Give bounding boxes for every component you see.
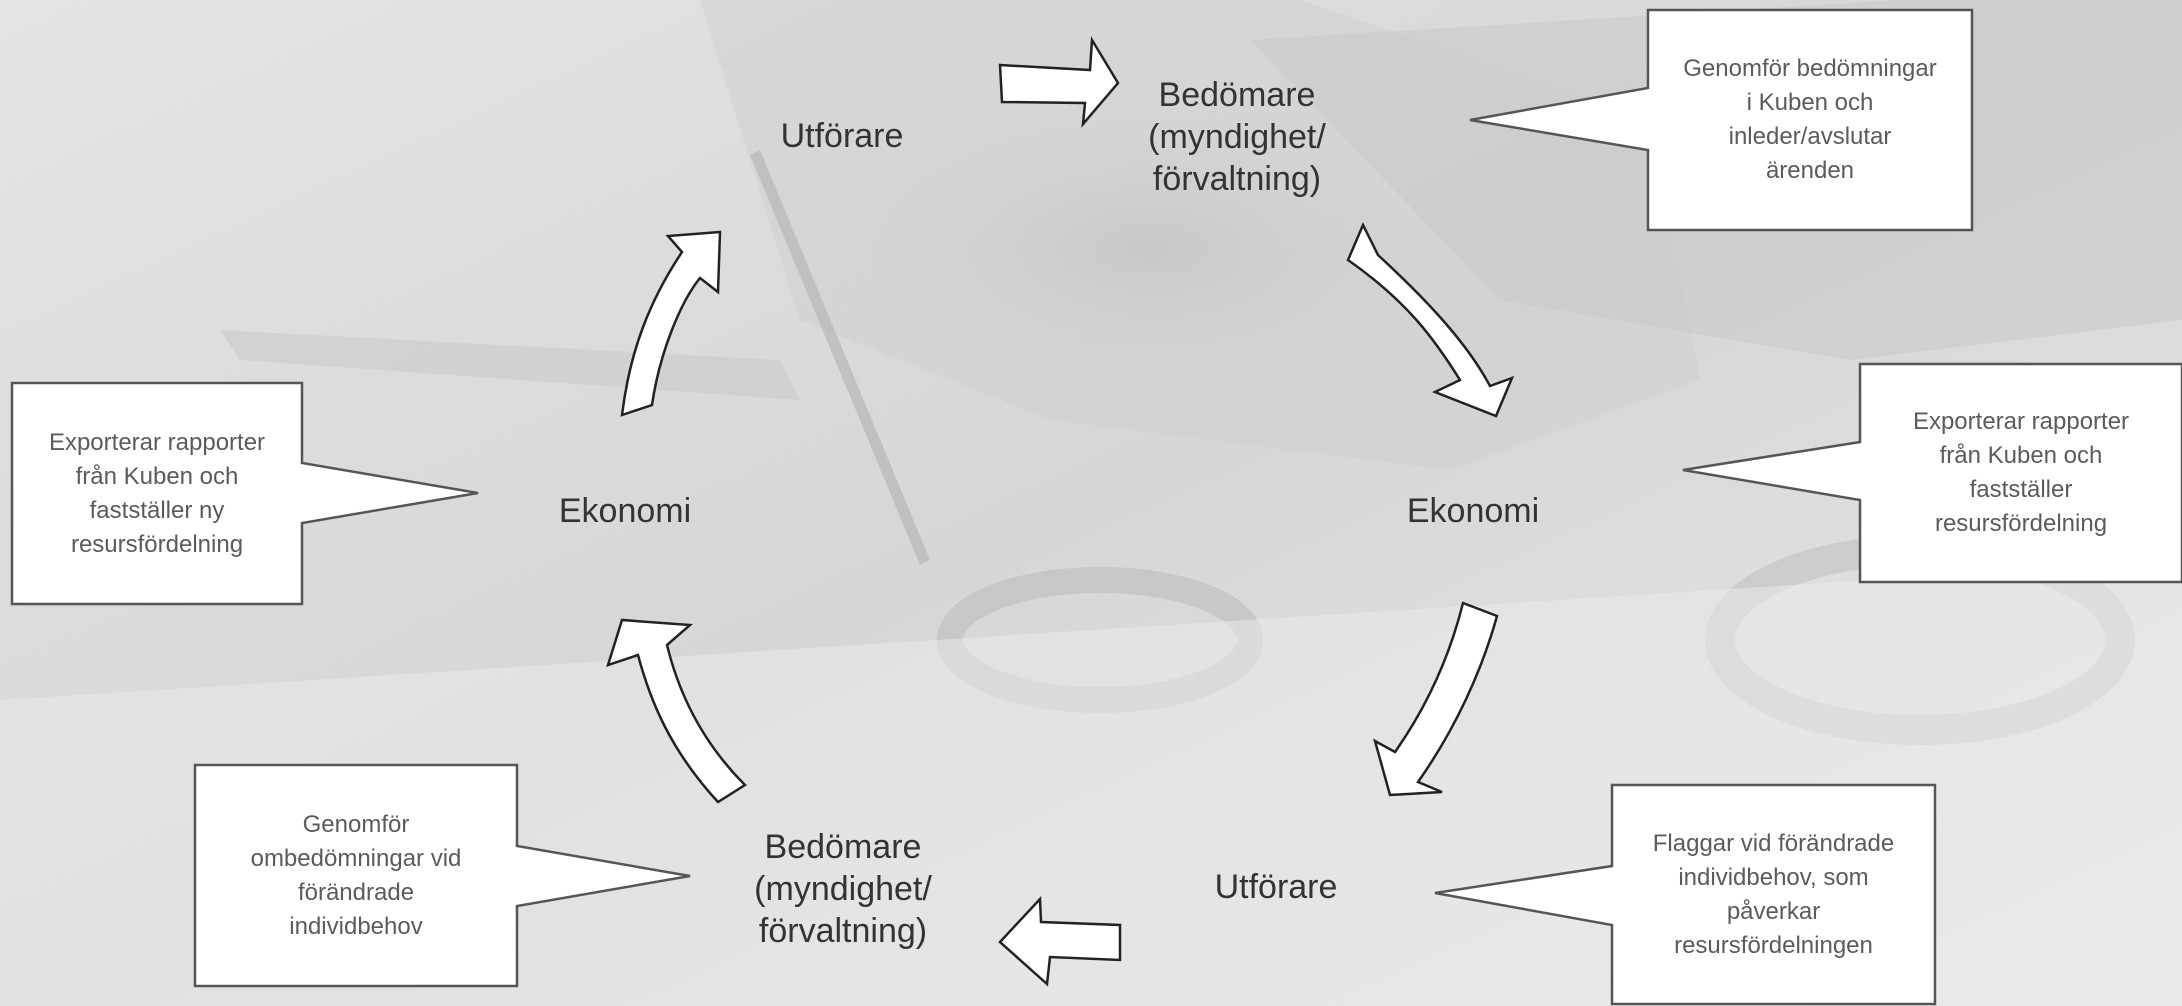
callout-text-left: Exporterar rapporter från Kuben och fast… xyxy=(48,428,266,558)
node-bottom-utforare: Utförare xyxy=(1214,868,1338,906)
callout-bottom-left xyxy=(193,763,691,988)
callout-right xyxy=(1682,362,2182,584)
callout-text-bottom-right: Flaggar vid förändrade individbehov, som… xyxy=(1652,829,1895,959)
callout-left xyxy=(10,381,479,606)
arrow-right-down-icon xyxy=(1346,222,1515,418)
arrow-top-left-up-icon xyxy=(620,230,722,417)
callout-text-top-right: Genomför bedömningar i Kuben och inleder… xyxy=(1683,55,1937,184)
callout-text-right: Exporterar rapporter från Kuben och fast… xyxy=(1912,408,2130,537)
callout-bottom-right xyxy=(1434,783,1937,1006)
node-bottom-bedomare: Bedömare (myndighet/ förvaltning) xyxy=(754,828,932,950)
node-top-utforare: Utförare xyxy=(780,117,904,155)
callout-top-right xyxy=(1469,8,1974,232)
arrow-bottom-left-icon xyxy=(998,895,1122,987)
node-left-ekonomi: Ekonomi xyxy=(558,492,692,530)
arrow-top-right-icon xyxy=(998,35,1120,128)
callout-text-bottom-left: Genomför ombedömningar vid förändrade in… xyxy=(250,810,462,940)
node-right-ekonomi: Ekonomi xyxy=(1406,492,1540,530)
arrow-bottom-right-down-icon xyxy=(1373,601,1499,797)
arrow-left-up-icon xyxy=(606,618,747,804)
node-top-bedomare: Bedömare (myndighet/ förvaltning) xyxy=(1148,76,1326,198)
